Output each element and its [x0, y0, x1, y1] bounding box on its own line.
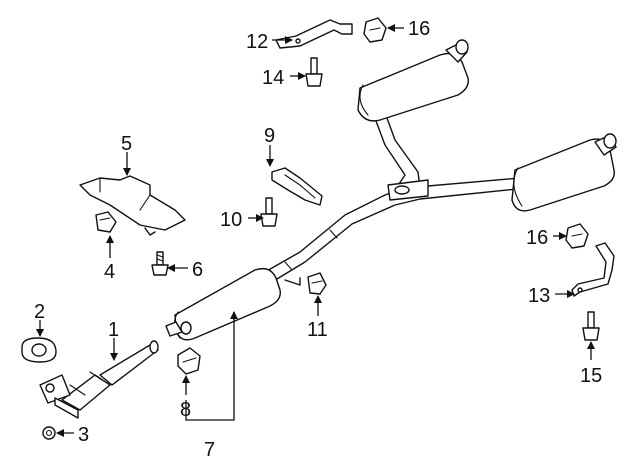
label-part-11: 11: [307, 319, 328, 341]
gasket: [21, 337, 57, 363]
bolt-10: [260, 197, 278, 227]
hanger-9: [271, 167, 323, 206]
right-rear-muffler: [511, 133, 617, 212]
label-part-12: 12: [246, 31, 268, 53]
label-part-10: 10: [220, 209, 242, 231]
callout-lines: [36, 24, 595, 437]
label-part-7: 7: [204, 439, 215, 461]
label-part-9: 9: [264, 125, 275, 147]
insulator-4: [95, 211, 117, 233]
bolt-15: [582, 311, 600, 341]
clamp-8: [177, 347, 201, 375]
label-part-16-top: 16: [408, 18, 430, 40]
label-part-5: 5: [121, 133, 132, 155]
resonator: [165, 267, 281, 341]
part-labels: 1 2 3 4 5 6 7 8 9 10 11 12 13 14 15 16 1…: [34, 18, 602, 461]
label-part-6: 6: [192, 259, 203, 281]
insulator-16-top: [363, 17, 387, 43]
hanger-13: [571, 242, 615, 297]
bolt-6: [151, 251, 169, 276]
label-part-14: 14: [262, 67, 284, 89]
insulator-11: [307, 272, 327, 295]
bolt-14: [305, 57, 323, 87]
front-pipe-converter: [39, 340, 159, 419]
hanger-12: [275, 19, 353, 49]
label-part-16-right: 16: [526, 227, 548, 249]
label-part-15: 15: [580, 365, 602, 387]
label-part-13: 13: [528, 285, 550, 307]
label-part-4: 4: [104, 261, 115, 283]
label-part-1: 1: [108, 319, 119, 341]
bracket: [79, 175, 186, 236]
insulator-16-right: [565, 223, 589, 249]
upper-rear-muffler: [357, 39, 469, 122]
label-part-2: 2: [34, 301, 45, 323]
label-part-3: 3: [78, 424, 89, 446]
nut: [42, 426, 56, 440]
label-part-8: 8: [180, 399, 191, 421]
y-pipe: [372, 106, 429, 201]
